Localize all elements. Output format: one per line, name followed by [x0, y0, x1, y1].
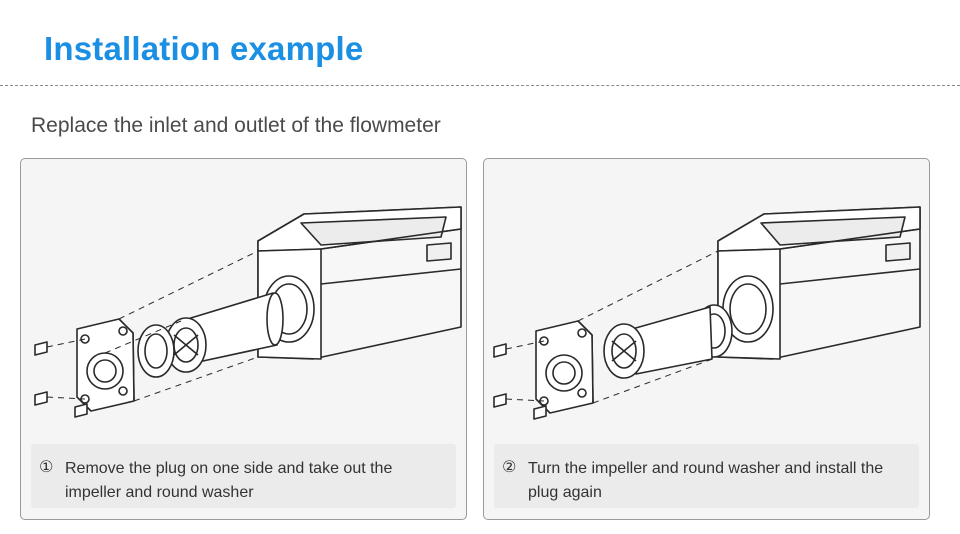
step-1-panel: ① Remove the plug on one side and take o… [20, 158, 467, 520]
flowmeter-exploded-illustration [34, 206, 462, 418]
flowmeter-reassembly-illustration [493, 206, 921, 420]
step-1-caption: ① Remove the plug on one side and take o… [31, 444, 456, 508]
section-subtitle: Replace the inlet and outlet of the flow… [31, 114, 441, 137]
step-2-text: Turn the impeller and round washer and i… [528, 460, 884, 501]
step-2-number: ② [502, 457, 517, 476]
step-2-panel: ② Turn the impeller and round washer and… [483, 158, 930, 520]
step-2-caption: ② Turn the impeller and round washer and… [494, 444, 919, 508]
dashed-divider [0, 85, 960, 86]
step-1-number: ① [39, 457, 54, 476]
page-title: Installation example [44, 30, 364, 67]
step-1-text: Remove the plug on one side and take out… [65, 460, 393, 501]
